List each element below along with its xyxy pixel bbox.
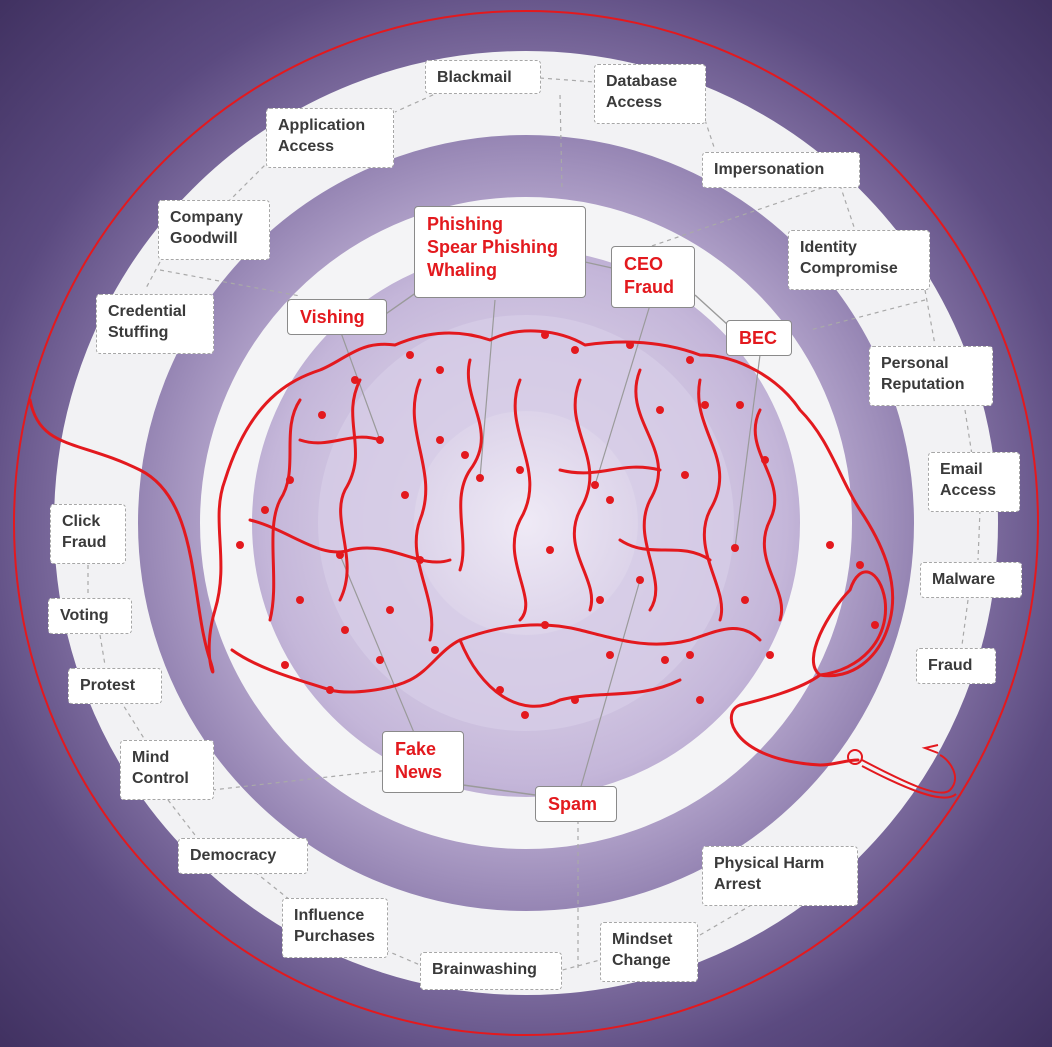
label-impersonation: Impersonation (702, 152, 860, 188)
label-voting-text: Voting (60, 607, 109, 624)
label-personal-reputation-text: Personal Reputation (881, 355, 965, 393)
label-democracy-text: Democracy (190, 847, 277, 864)
label-identity-compromise: Identity Compromise (788, 230, 930, 290)
brain-illustration (28, 329, 895, 767)
label-blackmail: Blackmail (425, 60, 541, 94)
label-credential-stuffing: Credential Stuffing (96, 294, 214, 354)
label-influence-purchases: Influence Purchases (282, 898, 388, 958)
hook-arrow (847, 744, 957, 799)
label-physical-harm-arrest: Physical Harm Arrest (702, 846, 858, 906)
label-identity-compromise-text: Identity Compromise (800, 239, 898, 277)
label-malware-text: Malware (932, 571, 996, 588)
label-email-access: Email Access (928, 452, 1020, 512)
label-malware: Malware (920, 562, 1022, 598)
label-spam-text: Spam (548, 794, 598, 814)
label-application-access-text: Application Access (278, 117, 366, 155)
label-brainwashing-text: Brainwashing (432, 961, 537, 978)
label-ceo-fraud: CEO Fraud (611, 246, 695, 308)
label-brainwashing: Brainwashing (420, 952, 562, 990)
label-personal-reputation: Personal Reputation (869, 346, 993, 406)
label-vishing-text: Vishing (300, 307, 365, 327)
label-blackmail-text: Blackmail (437, 69, 512, 86)
label-voting: Voting (48, 598, 132, 634)
label-phishing-text: Phishing Spear Phishing Whaling (427, 214, 559, 280)
label-fraud-text: Fraud (928, 657, 973, 674)
label-mindset-change: Mindset Change (600, 922, 698, 982)
label-email-access-text: Email Access (940, 461, 997, 499)
label-bec-text: BEC (739, 328, 778, 348)
label-company-goodwill: Company Goodwill (158, 200, 270, 260)
label-spam: Spam (535, 786, 617, 822)
inner-purple-band (318, 315, 734, 731)
label-democracy: Democracy (178, 838, 308, 874)
label-mindset-change-text: Mindset Change (612, 931, 673, 969)
outer-connectors (87, 77, 981, 973)
label-fraud: Fraud (916, 648, 996, 684)
label-protest: Protest (68, 668, 162, 704)
label-click-fraud: Click Fraud (50, 504, 126, 564)
label-protest-text: Protest (80, 677, 136, 694)
label-credential-stuffing-text: Credential Stuffing (108, 303, 187, 341)
label-impersonation-text: Impersonation (714, 161, 825, 178)
label-mind-control: Mind Control (120, 740, 214, 800)
label-application-access: Application Access (266, 108, 394, 168)
leader-lines (339, 299, 761, 791)
label-database-access-text: Database Access (606, 73, 678, 111)
outer-orbit-line (13, 10, 1039, 1036)
label-company-goodwill-text: Company Goodwill (170, 209, 243, 247)
label-phishing: Phishing Spear Phishing Whaling (414, 206, 586, 298)
label-physical-harm-arrest-text: Physical Harm Arrest (714, 855, 825, 893)
label-ceo-fraud-text: CEO Fraud (624, 254, 675, 297)
label-vishing: Vishing (287, 299, 387, 335)
neuron-dots (236, 331, 879, 719)
label-fake-news-text: Fake News (395, 739, 443, 782)
label-database-access: Database Access (594, 64, 706, 124)
label-bec: BEC (726, 320, 792, 356)
label-fake-news: Fake News (382, 731, 464, 793)
label-influence-purchases-text: Influence Purchases (294, 907, 375, 945)
label-click-fraud-text: Click Fraud (62, 513, 107, 551)
label-mind-control-text: Mind Control (132, 749, 189, 787)
